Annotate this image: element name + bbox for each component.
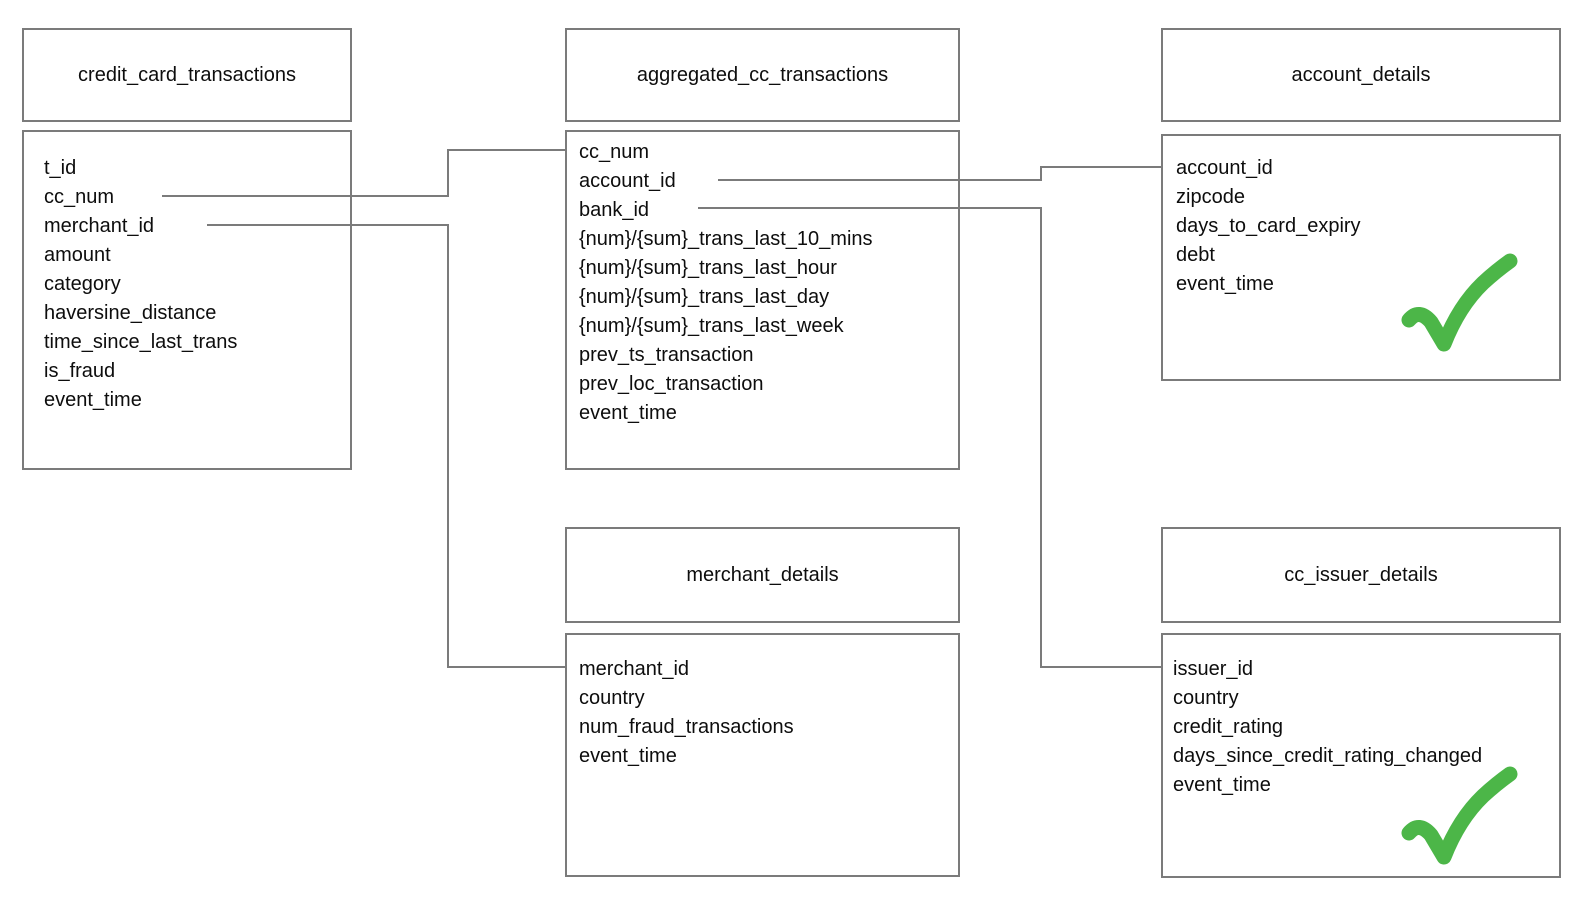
field-row: event_time bbox=[1176, 273, 1274, 295]
field-row: prev_ts_transaction bbox=[579, 344, 754, 366]
field-row: zipcode bbox=[1176, 186, 1245, 208]
field-row: time_since_last_trans bbox=[44, 331, 238, 353]
field-row: bank_id bbox=[579, 199, 650, 221]
field-row: event_time bbox=[44, 389, 142, 411]
field-row: {num}/{sum}_trans_last_day bbox=[579, 286, 830, 308]
table-title-merchant-details: merchant_details bbox=[565, 527, 960, 623]
field-row: merchant_id bbox=[44, 215, 155, 237]
table-title-aggregated-cc-transactions: aggregated_cc_transactions bbox=[565, 28, 960, 122]
field-row: account_id bbox=[579, 170, 676, 192]
field-row: amount bbox=[44, 244, 111, 266]
table-title-label: account_details bbox=[1291, 63, 1431, 86]
field-row: event_time bbox=[1173, 774, 1271, 796]
field-row: days_since_credit_rating_changed bbox=[1173, 745, 1483, 767]
table-title-label: aggregated_cc_transactions bbox=[636, 63, 889, 86]
table-fields-aggregated-cc-transactions: cc_num account_id bank_id {num}/{sum}_trans… bbox=[565, 130, 960, 470]
table-title-credit-card-transactions: credit_card_transactions bbox=[22, 28, 352, 122]
field-row: credit_rating bbox=[1173, 716, 1284, 738]
field-row: haversine_distance bbox=[44, 302, 217, 324]
field-row: account_id bbox=[1176, 157, 1273, 179]
field-row: event_time bbox=[579, 745, 677, 767]
field-row: prev_loc_transaction bbox=[579, 373, 764, 395]
table-title-label: credit_card_transactions bbox=[78, 63, 296, 86]
field-row: {num}/{sum}_trans_last_10_mins bbox=[579, 228, 873, 250]
table-title-label: merchant_details bbox=[686, 563, 839, 586]
field-row: cc_num bbox=[579, 141, 650, 163]
field-row: days_to_card_expiry bbox=[1176, 215, 1361, 237]
field-row: debt bbox=[1176, 244, 1215, 266]
field-row: category bbox=[44, 273, 121, 295]
field-row: {num}/{sum}_trans_last_hour bbox=[579, 257, 837, 279]
field-row: country bbox=[1173, 687, 1239, 709]
field-row: num_fraud_transactions bbox=[579, 716, 794, 738]
field-row: is_fraud bbox=[44, 360, 116, 382]
table-title-cc-issuer-details: cc_issuer_details bbox=[1161, 527, 1561, 623]
field-row: merchant_id bbox=[579, 658, 690, 680]
field-row: t_id bbox=[44, 157, 77, 179]
field-row: issuer_id bbox=[1173, 658, 1254, 680]
field-row: country bbox=[579, 687, 645, 709]
field-row: event_time bbox=[579, 402, 677, 424]
field-row: cc_num bbox=[44, 186, 115, 208]
table-title-account-details: account_details bbox=[1161, 28, 1561, 122]
table-title-label: cc_issuer_details bbox=[1284, 563, 1438, 586]
field-row: {num}/{sum}_trans_last_week bbox=[579, 315, 844, 337]
